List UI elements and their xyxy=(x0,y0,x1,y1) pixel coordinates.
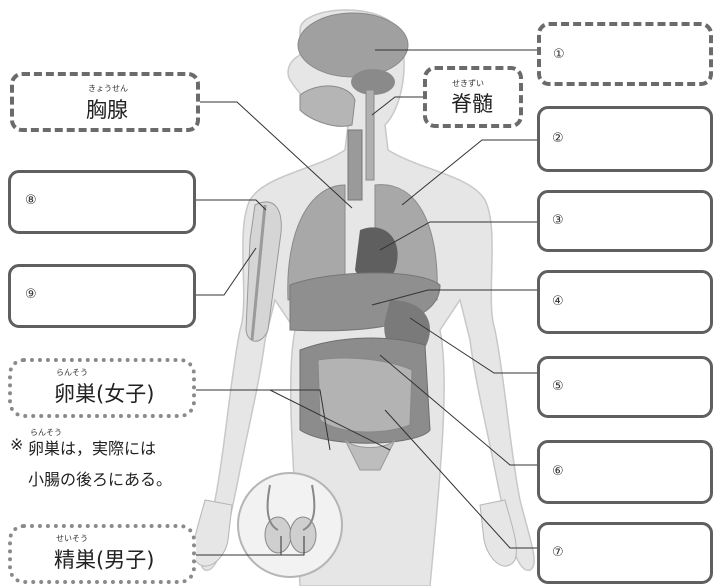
testis-label-box: せいそう 精巣(男子) xyxy=(8,524,196,584)
left-lung-shape xyxy=(287,184,346,301)
leader-lines xyxy=(195,49,537,556)
number-label-5: ⑤ xyxy=(552,379,564,394)
number-label-7: ⑦ xyxy=(552,545,564,560)
answer-box-3[interactable]: ③ xyxy=(537,190,713,252)
note-line-1: 卵巣は，実際には xyxy=(28,439,157,458)
leader-2 xyxy=(401,139,537,206)
testis-ruby: せいそう xyxy=(56,534,88,543)
answer-box-5[interactable]: ⑤ xyxy=(537,356,713,418)
testis-magnifier xyxy=(237,472,343,578)
thymus-label: 胸腺 xyxy=(86,98,128,122)
cerebellum-shape xyxy=(351,69,395,95)
arm-bone-line xyxy=(250,204,267,341)
leader-4 xyxy=(371,289,537,306)
number-label-1: ① xyxy=(553,47,565,62)
note-mark: ※ xyxy=(10,435,24,454)
leader-ovary-right xyxy=(269,389,391,451)
spinal-cord-label-box: せきずい 脊髄 xyxy=(423,66,523,128)
answer-box-7[interactable]: ⑦ xyxy=(537,522,713,584)
leader-9 xyxy=(195,247,257,296)
number-label-6: ⑥ xyxy=(552,464,564,479)
number-label-9: ⑨ xyxy=(25,287,37,302)
number-label-2: ② xyxy=(552,131,564,146)
thymus-label-box: きょうせん 胸腺 xyxy=(10,72,200,132)
leader-spinal-cord xyxy=(371,96,423,116)
spinal-cord-ruby: せきずい xyxy=(452,79,484,88)
leader-5 xyxy=(409,317,537,374)
testis-right xyxy=(289,516,317,554)
number-label-8: ⑧ xyxy=(25,193,37,208)
note-line-2: 小腸の後ろにある。 xyxy=(28,470,173,489)
testis-duct-left xyxy=(266,484,279,531)
testis-label: 精巣(男子) xyxy=(54,548,155,572)
brain-shape xyxy=(297,12,409,78)
thymus-ruby: きょうせん xyxy=(88,84,128,93)
testis-left xyxy=(264,516,292,554)
answer-box-6[interactable]: ⑥ xyxy=(537,440,713,504)
number-label-3: ③ xyxy=(552,213,564,228)
number-label-4: ④ xyxy=(552,294,564,309)
right-hand xyxy=(479,499,517,567)
ovary-label: 卵巣(女子) xyxy=(54,382,155,406)
spinal-cord-label: 脊髄 xyxy=(451,92,493,116)
trachea-shape xyxy=(347,129,363,201)
note-ruby: らんそう xyxy=(30,428,62,437)
leader-testis-right xyxy=(281,536,305,556)
answer-box-9[interactable]: ⑨ xyxy=(8,264,196,328)
answer-box-4[interactable]: ④ xyxy=(537,270,713,334)
leader-3 xyxy=(379,221,537,251)
answer-box-1[interactable]: ① xyxy=(537,22,713,86)
ovary-label-box: らんそう 卵巣(女子) xyxy=(8,358,196,418)
left-hand xyxy=(193,499,233,567)
answer-box-2[interactable]: ② xyxy=(537,106,713,172)
spinal-cord-shape xyxy=(365,89,375,181)
testis-duct-right xyxy=(302,484,316,531)
ovary-ruby: らんそう xyxy=(56,368,88,377)
leader-6 xyxy=(379,354,537,466)
leader-8 xyxy=(195,199,267,211)
heart-shape xyxy=(355,227,398,285)
answer-box-8[interactable]: ⑧ xyxy=(8,170,196,234)
nasal-cavity xyxy=(299,85,356,127)
bladder-shape xyxy=(344,439,396,471)
leader-ovary-left xyxy=(195,389,331,451)
leader-7 xyxy=(384,409,537,549)
leader-thymus xyxy=(200,101,353,209)
